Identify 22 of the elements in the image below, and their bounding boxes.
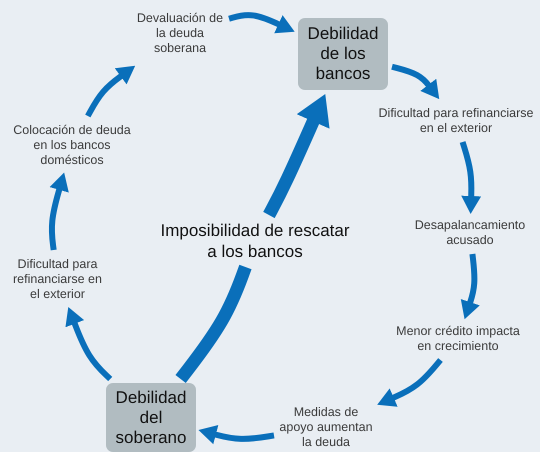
step-label: Menor crédito impacta en crecimiento [390,322,526,356]
arrow [391,64,440,100]
arrow [460,254,480,320]
step-label: Medidas de apoyo aumentan la deuda [278,403,374,451]
process-box [298,18,388,90]
arrow [263,94,330,218]
box-title: Debilidad de los bancos [306,24,380,84]
step-label: Devaluación de la deuda soberana [135,8,225,58]
arrow [65,306,112,382]
process-box [106,383,196,452]
step-label: Dificultad para refinanciarse en el exterior [10,254,105,304]
step-label: Colocación de deuda en los bancos domésticos [11,120,133,170]
arrow [228,12,295,34]
central-label: Imposibilidad de rescatar a los bancos [158,219,352,263]
step-label: Dificultad para refinanciarse en el exterior [372,104,540,138]
arrow [377,358,443,407]
arrow [460,141,482,214]
arrow [85,66,136,118]
box-title: Debilidad del soberano [114,388,188,448]
step-label: Desapalancamiento acusado [405,216,535,250]
arrow [198,424,274,444]
arrow [48,172,69,250]
